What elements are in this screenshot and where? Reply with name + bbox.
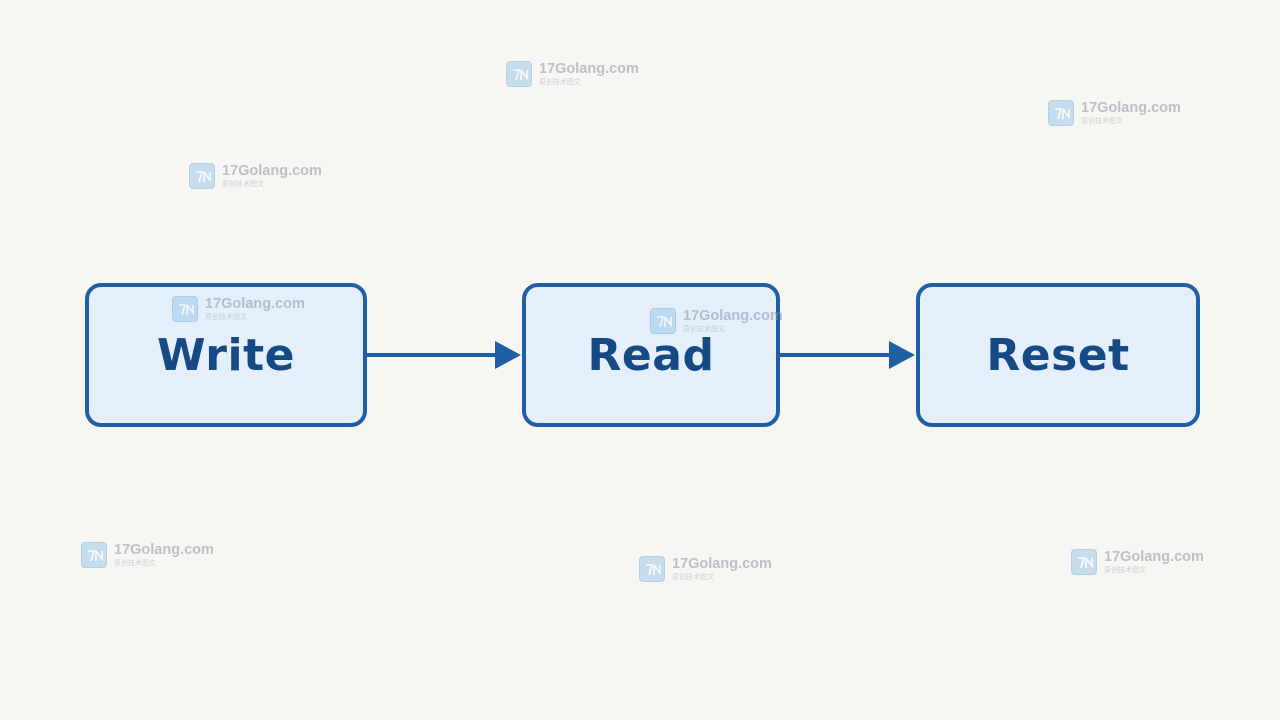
watermark: 17Golang.com 原创技术图文: [172, 296, 305, 322]
watermark-logo-icon: [1071, 549, 1097, 575]
node-read: Read: [522, 283, 780, 427]
watermark: 17Golang.com 原创技术图文: [639, 556, 772, 582]
watermark: 17Golang.com 原创技术图文: [1048, 100, 1181, 126]
watermark-logo-icon: [81, 542, 107, 568]
node-reset: Reset: [916, 283, 1200, 427]
watermark-logo-icon: [189, 163, 215, 189]
watermark-logo-icon: [1048, 100, 1074, 126]
watermark: 17Golang.com 原创技术图文: [189, 163, 322, 189]
watermark-text: 17Golang.com: [683, 308, 783, 325]
watermark-text: 17Golang.com: [1104, 549, 1204, 566]
watermark-subtext: 原创技术图文: [672, 572, 714, 581]
watermark-subtext: 原创技术图文: [222, 179, 264, 188]
watermark-subtext: 原创技术图文: [1081, 116, 1123, 125]
watermark-text: 17Golang.com: [205, 296, 305, 313]
watermark-logo-icon: [639, 556, 665, 582]
watermark-subtext: 原创技术图文: [205, 312, 247, 321]
watermark-text: 17Golang.com: [222, 163, 322, 180]
node-reset-label: Reset: [986, 329, 1130, 381]
watermark-subtext: 原创技术图文: [1104, 565, 1146, 574]
node-write-label: Write: [157, 329, 295, 381]
watermark-subtext: 原创技术图文: [683, 324, 725, 333]
node-write: Write: [85, 283, 367, 427]
watermark-logo-icon: [506, 61, 532, 87]
watermark-text: 17Golang.com: [672, 556, 772, 573]
watermark: 17Golang.com 原创技术图文: [81, 542, 214, 568]
watermark-text: 17Golang.com: [539, 61, 639, 78]
watermark: 17Golang.com 原创技术图文: [1071, 549, 1204, 575]
edge-read-to-reset: [780, 341, 915, 369]
watermark-logo-icon: [650, 308, 676, 334]
watermark-text: 17Golang.com: [1081, 100, 1181, 117]
node-read-label: Read: [587, 329, 715, 381]
watermark-logo-icon: [172, 296, 198, 322]
watermark-text: 17Golang.com: [114, 542, 214, 559]
watermark-subtext: 原创技术图文: [539, 77, 581, 86]
watermark-subtext: 原创技术图文: [114, 558, 156, 567]
watermark: 17Golang.com 原创技术图文: [650, 308, 783, 334]
watermark: 17Golang.com 原创技术图文: [506, 61, 639, 87]
edge-write-to-read: [367, 341, 521, 369]
